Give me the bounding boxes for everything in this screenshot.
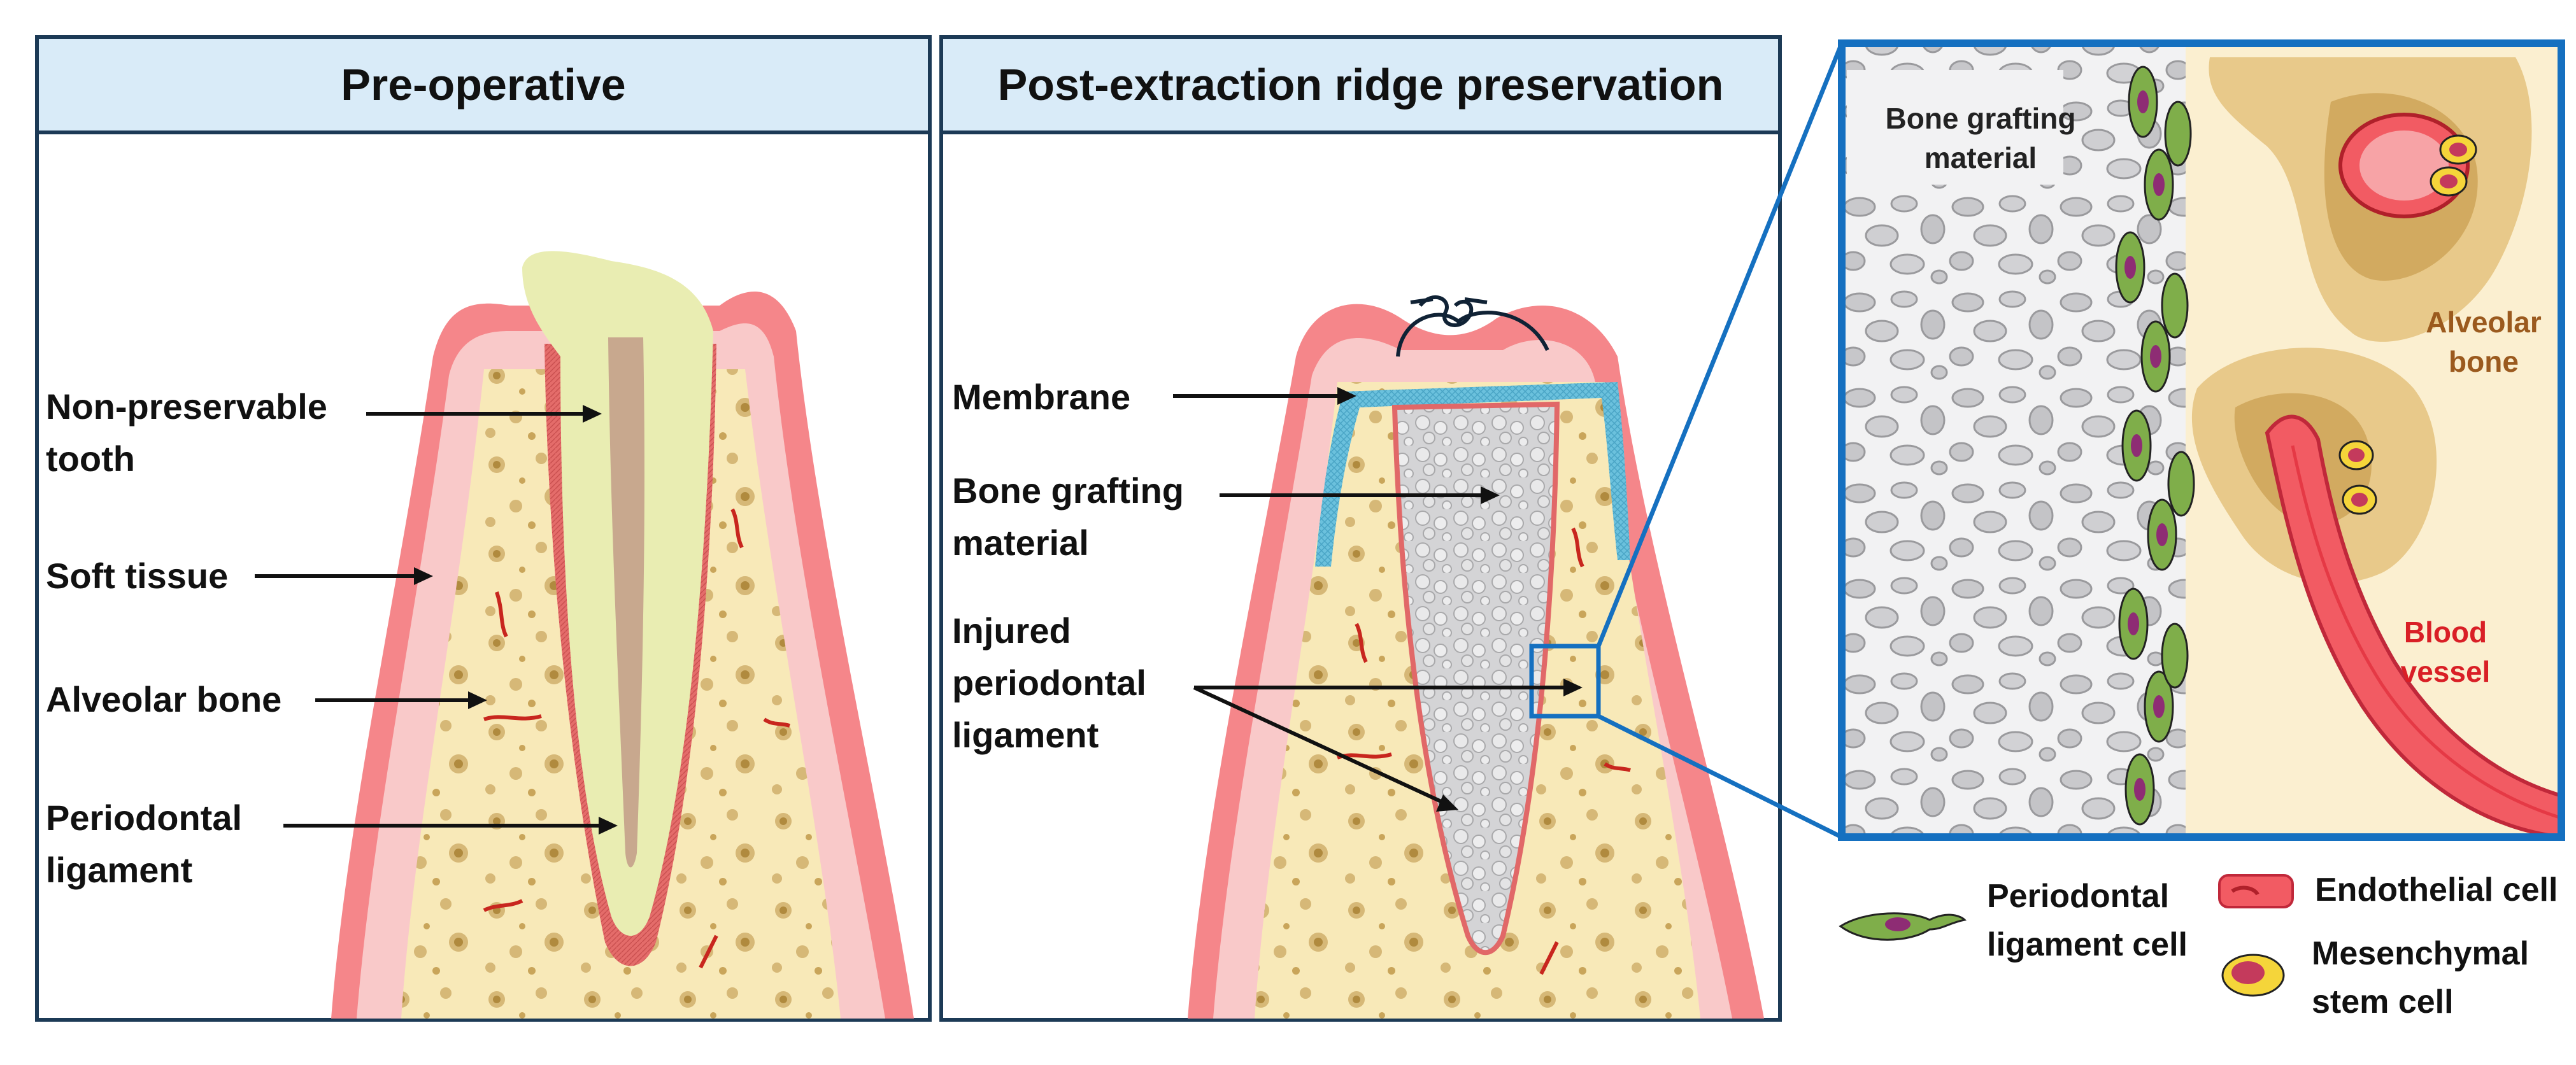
- preoperative-header: Pre-operative: [39, 39, 928, 134]
- legend-label-endothelial-cell: Endothelial cell: [2315, 871, 2558, 908]
- root-canal-shape: [608, 337, 644, 868]
- label-injured-periodontal-ligament: Injured periodontal ligament: [952, 610, 1146, 755]
- label-bone-grafting-material: Bone grafting material: [952, 470, 1184, 563]
- label-non-preservable-tooth: Non-preservable tooth: [46, 386, 327, 479]
- zoom-frame: [1838, 39, 2565, 841]
- postextraction-title: Post-extraction ridge preservation: [997, 60, 1724, 109]
- zoom-label-bone-grafting-material: Bone grafting material: [1885, 102, 2076, 174]
- zoom-source-box: [1529, 644, 1601, 719]
- preoperative-arrows: [255, 405, 618, 835]
- label-alveolar-bone: Alveolar bone: [46, 679, 282, 719]
- label-soft-tissue: Soft tissue: [46, 556, 229, 596]
- zoom-panel: [1838, 39, 2565, 841]
- preoperative-title: Pre-operative: [341, 60, 626, 109]
- label-periodontal-ligament: Periodontal ligament: [46, 798, 243, 890]
- postextraction-arrows: [1173, 387, 1583, 812]
- graft-shape: [1391, 401, 1560, 956]
- postextraction-socket-illustration: [1188, 295, 1764, 1019]
- label-membrane: Membrane: [952, 377, 1131, 417]
- legend-endothelial-icon: [2218, 874, 2294, 908]
- suture-shape: [1396, 311, 1549, 357]
- postextraction-header: Post-extraction ridge preservation: [943, 39, 1778, 134]
- zoom-label-alveolar-bone: Alveolar bone: [2426, 306, 2542, 378]
- preoperative-tooth-illustration: [331, 251, 914, 1019]
- legend: [1839, 874, 2294, 997]
- legend-label-pdl-cell: Periodontal ligament cell: [1987, 878, 2188, 963]
- legend-pdl-cell-icon: [1839, 912, 1967, 941]
- legend-label-mesenchymal-stem-cell: Mesenchymal stem cell: [2312, 935, 2530, 1020]
- zoom-label-blood-vessel: Blood vessel: [2400, 616, 2491, 688]
- legend-msc-icon: [2221, 954, 2285, 997]
